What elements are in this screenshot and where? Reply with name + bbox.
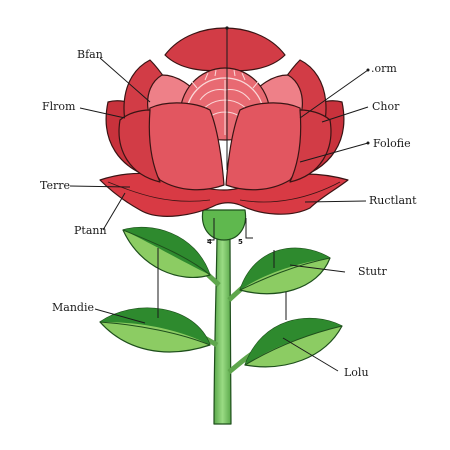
leaf-upper-right bbox=[239, 247, 331, 295]
leader-from bbox=[79, 107, 126, 119]
petal-front-left bbox=[147, 102, 225, 191]
label-bfan: Bfan bbox=[77, 48, 103, 61]
leader-folofie bbox=[299, 142, 369, 163]
label-mandie: Mandie bbox=[52, 301, 94, 314]
label-orm: .orm bbox=[371, 62, 397, 75]
leader-ructlant bbox=[304, 200, 367, 203]
leader-orm bbox=[299, 69, 369, 119]
label-ructlant: Ructlant bbox=[369, 194, 417, 207]
petal-back-top bbox=[164, 27, 286, 72]
leaf-lower-right bbox=[244, 317, 343, 368]
bracket-marks bbox=[207, 218, 253, 241]
leader-lolu bbox=[282, 337, 339, 372]
label-chor: Chor bbox=[372, 100, 400, 113]
leader-ptann bbox=[102, 192, 126, 231]
label-from: Flrom bbox=[42, 100, 76, 113]
label-stutr: Stutr bbox=[358, 265, 387, 278]
leaf-upper-left bbox=[122, 226, 211, 279]
petal-front-right bbox=[225, 102, 303, 191]
label-ptann: Ptann bbox=[74, 224, 107, 237]
label-num-4: 4 bbox=[207, 238, 212, 246]
leader-leaf-right-vertical bbox=[273, 250, 287, 320]
leader-bfan bbox=[99, 57, 151, 103]
receptacle bbox=[201, 209, 247, 241]
label-folofie: Folofie bbox=[373, 137, 411, 150]
top-marker-dot bbox=[225, 26, 229, 30]
label-num-5: 5 bbox=[238, 238, 243, 246]
leaf-lower-left bbox=[99, 307, 211, 353]
leader-terre bbox=[69, 185, 131, 188]
label-terre: Terre bbox=[40, 179, 70, 192]
leader-chor bbox=[321, 106, 369, 123]
stem bbox=[213, 237, 232, 425]
petal-side-left bbox=[118, 109, 161, 183]
leader-mandie bbox=[94, 308, 146, 324]
label-lolu: Lolu bbox=[344, 366, 369, 379]
leader-stutr bbox=[289, 264, 346, 273]
petal-side-right bbox=[289, 109, 332, 183]
